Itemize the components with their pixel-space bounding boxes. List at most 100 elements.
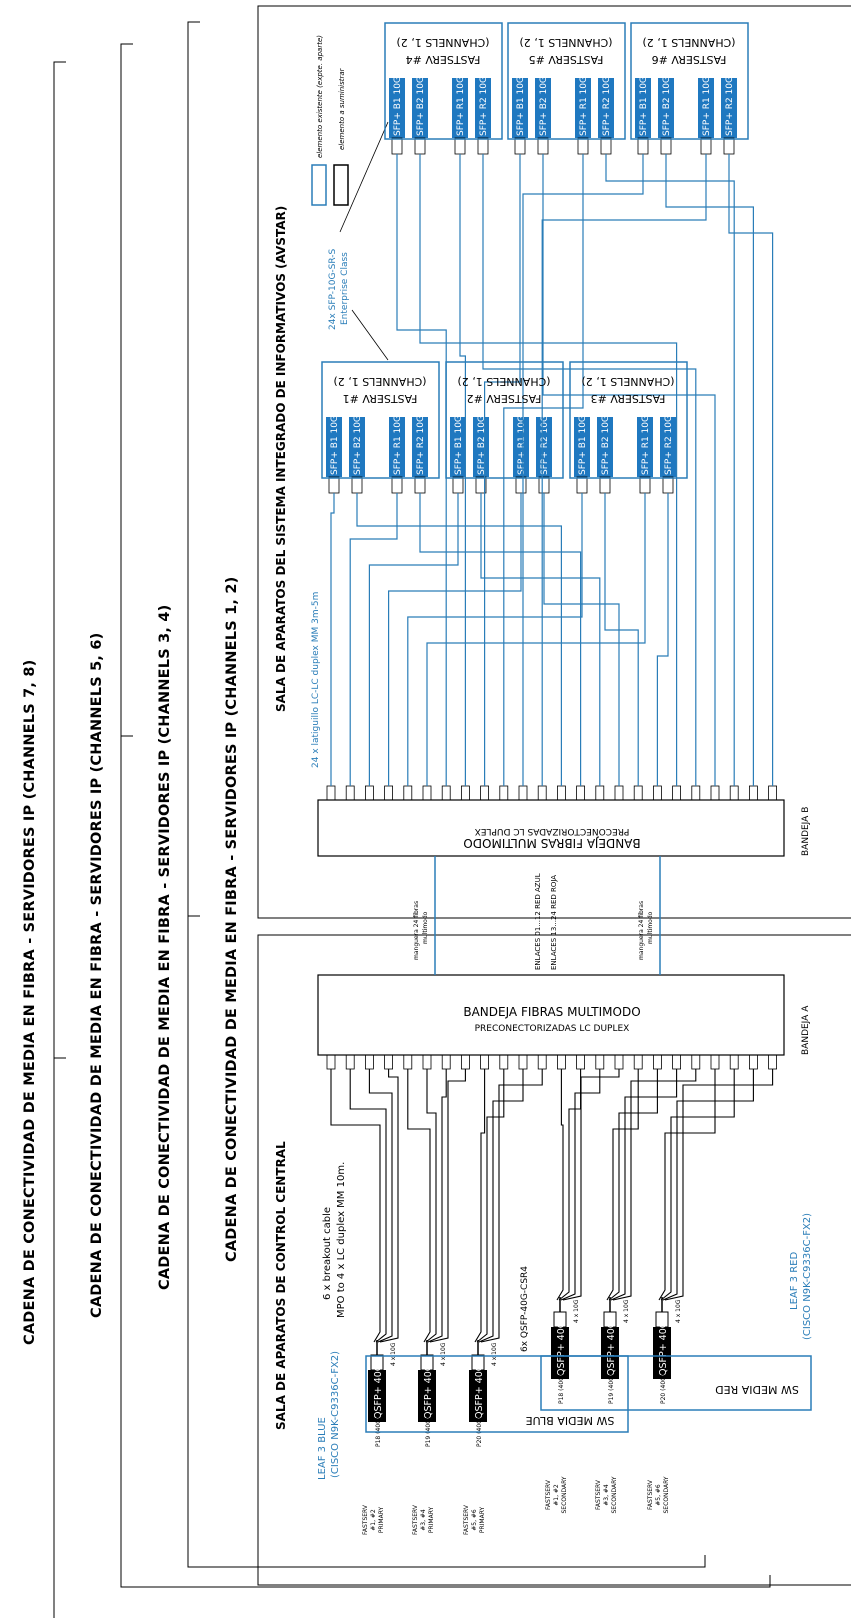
hose-left-label-1: manguera 24 fibras	[413, 901, 420, 960]
leaf-blue-title: LEAF 3 BLUE	[317, 1417, 328, 1480]
fastserv-top-6-sfp-connector-2	[700, 137, 712, 155]
tray-a-port-24	[768, 1054, 777, 1070]
fastserv-top-6-sfp-connector-1	[660, 137, 672, 155]
fastserv-top-5-sfp-connector-3	[600, 137, 612, 155]
blue-breakout-fiber-2-2	[478, 1069, 524, 1343]
patch-cord-24	[728, 154, 774, 786]
fastserv-4-channels: (CHANNELS 1, 2)	[396, 36, 489, 49]
tray-b-subtitle: PRECONECTORIZADAS LC DUPLEX	[475, 826, 630, 836]
fastserv-bottom-2-sfp-label-2: SFP+ R1 10G	[517, 415, 527, 475]
fastserv-bottom-2-sfp-2	[513, 417, 529, 477]
tray-a-port-11	[518, 1054, 528, 1070]
qsfp-red-1-server-1: #1, #2	[553, 1484, 560, 1506]
fastserv-bottom-3-sfp-3	[660, 417, 676, 477]
room-central-title: SALA DE APARATOS DE CONTROL CENTRAL	[274, 1141, 288, 1430]
tray-b-port-23	[749, 785, 758, 801]
qsfp-blue-3-body	[469, 1370, 487, 1422]
fastserv-bottom-1-sfp-label-0: SFP+ B1 10G	[330, 415, 340, 475]
tray-b-port-08	[460, 785, 470, 801]
fastserv-bottom-1-sfp-connector-3	[414, 476, 426, 494]
leaf-red-model: (CISCO N9K-C9336C-FX2)	[802, 1213, 813, 1340]
fastserv-top-6-sfp-label-3: SFP+ R2 10G	[725, 76, 735, 136]
fastserv-top-4-sfp-label-0: SFP+ B1 10G	[393, 76, 403, 136]
qsfp-blue-1-server-1: #1, #2	[370, 1509, 377, 1531]
chain-title-7-8: CADENA DE CONECTIVIDAD DE MEDIA EN FIBRA…	[22, 660, 38, 1345]
patch-cord-02	[349, 493, 398, 786]
fastserv-bottom-2-sfp-label-3: SFP+ R2 10G	[540, 415, 550, 475]
patch-cord-03	[368, 493, 459, 786]
tray-a-port-19	[672, 1054, 681, 1070]
links-red-label: ENLACES 13...24 RED ROJA	[550, 875, 558, 970]
leaf-red-title: LEAF 3 RED	[789, 1252, 800, 1310]
qsfp-blue-3-server-2: PRIMARY	[479, 1507, 486, 1534]
tray-a-port-15	[595, 1054, 605, 1070]
patch-cord-12	[541, 154, 707, 786]
qsfp-red-2-port: P19 (40G)	[608, 1374, 615, 1404]
fastserv-top-5-sfp-0	[512, 78, 528, 138]
sfp-note-2: Enterprise Class	[340, 252, 350, 325]
fastserv-top-6-sfp-3	[721, 78, 737, 138]
patch-cord-23	[665, 154, 755, 786]
tray-b-label: BANDEJA B	[801, 807, 811, 856]
chain-title-5-6: CADENA DE CONECTIVIDAD DE MEDIA EN FIBRA…	[89, 633, 105, 1318]
fastserv-bottom-row: FASTSERV #1 (CHANNELS 1, 2) FASTSERV #2 …	[321, 361, 688, 479]
tray-a-port-23	[749, 1054, 758, 1070]
fastserv-bottom-2-sfp-connector-2	[515, 476, 527, 494]
fastserv-top-6-sfp-label-2: SFP+ R1 10G	[702, 76, 712, 136]
fastserv-top-5-sfp-label-3: SFP+ R2 10G	[602, 76, 612, 136]
breakout-note-2: MPO to 4 x LC duplex MM 10m.	[336, 1162, 347, 1318]
fastserv-bottom-1-sfp-label-2: SFP+ R1 10G	[393, 415, 403, 475]
tray-a-port-20	[691, 1054, 701, 1070]
fastserv-top-4-sfp-3	[475, 78, 491, 138]
fastserv-bottom-3-sfp-label-3: SFP+ R2 10G	[664, 415, 674, 475]
patch-cord-note: 24 x latiguillo LC-LC duplex MM 3m-5m	[311, 592, 321, 768]
qsfp-red-3-label: QSFP+ 40G	[658, 1321, 669, 1376]
qsfp-red-1-body	[551, 1327, 569, 1379]
fastserv-bottom-1-sfp-2	[389, 417, 405, 477]
qsfp-red-1-server-2: SECONDARY	[561, 1476, 568, 1513]
red-breakout-fiber-2-0	[658, 1069, 716, 1301]
tray-b-port-01	[326, 785, 336, 801]
fastserv-top-4-sfp-label-3: SFP+ R2 10G	[479, 76, 489, 136]
qsfp-red-1-label: QSFP+ 40G	[556, 1321, 567, 1376]
fastserv-top-6-sfp-2	[698, 78, 714, 138]
qsfp-red-3-server-0: FASTSERV	[647, 1479, 654, 1510]
blue-breakout-fiber-1-3	[429, 1069, 466, 1343]
fastserv-bottom-1-sfp-3	[412, 417, 428, 477]
qsfp-blue-2-4x10g: 4 x 10G	[440, 1342, 447, 1366]
fastserv-3-channels: (CHANNELS 1, 2)	[581, 375, 674, 388]
tray-b-port-12	[537, 785, 547, 801]
sw-media-blue-box	[365, 1355, 629, 1433]
blue-breakout-fiber-2-3	[480, 1069, 543, 1343]
qsfp-blue-1-body	[368, 1370, 386, 1422]
patch-cord-11	[522, 154, 644, 786]
tray-b-port-05	[403, 785, 413, 801]
red-breakout-fiber-1-3	[612, 1069, 697, 1301]
patch-cord-10	[503, 154, 584, 786]
fastserv-bottom-3-sfp-label-2: SFP+ R1 10G	[641, 415, 651, 475]
fastserv-top-6-sfp-connector-0	[637, 137, 649, 155]
tray-a-port-07	[441, 1054, 451, 1070]
sw-media-red-box	[540, 1355, 812, 1411]
qsfp-red-3-server-1: #5, #6	[655, 1484, 662, 1506]
tray-b-port-15	[595, 785, 605, 801]
patch-cord-14	[419, 493, 582, 786]
fastserv-5-name: FASTSERV #5	[529, 53, 604, 66]
fastserv-top-4-sfp-connector-3	[477, 137, 489, 155]
qsfp-red-2-server-0: FASTSERV	[595, 1479, 602, 1510]
tray-a-port-22	[729, 1054, 739, 1070]
fastserv-top-5-sfp-connector-1	[537, 137, 549, 155]
patch-cord-13	[356, 493, 563, 786]
fastserv-bottom-2-sfp-3	[536, 417, 552, 477]
red-breakout-fiber-2-2	[662, 1069, 754, 1301]
tray-b-box	[317, 799, 785, 857]
chain-brackets	[53, 21, 771, 1618]
fastserv-2-name: FASTSERV #2	[467, 392, 542, 405]
fastserv-bottom-1-sfp-0	[326, 417, 342, 477]
patch-cord-06	[426, 493, 646, 786]
qsfp-red-2-4x10g: 4 x 10G	[623, 1299, 630, 1323]
qsfp-blue-3-label: QSFP+ 40G	[474, 1364, 485, 1419]
patch-cord-17	[604, 493, 639, 786]
leaf-blue-model: (CISCO N9K-C9336C-FX2)	[330, 1351, 341, 1478]
sw-media-blue-title: SW MEDIA BLUE	[526, 1414, 615, 1427]
